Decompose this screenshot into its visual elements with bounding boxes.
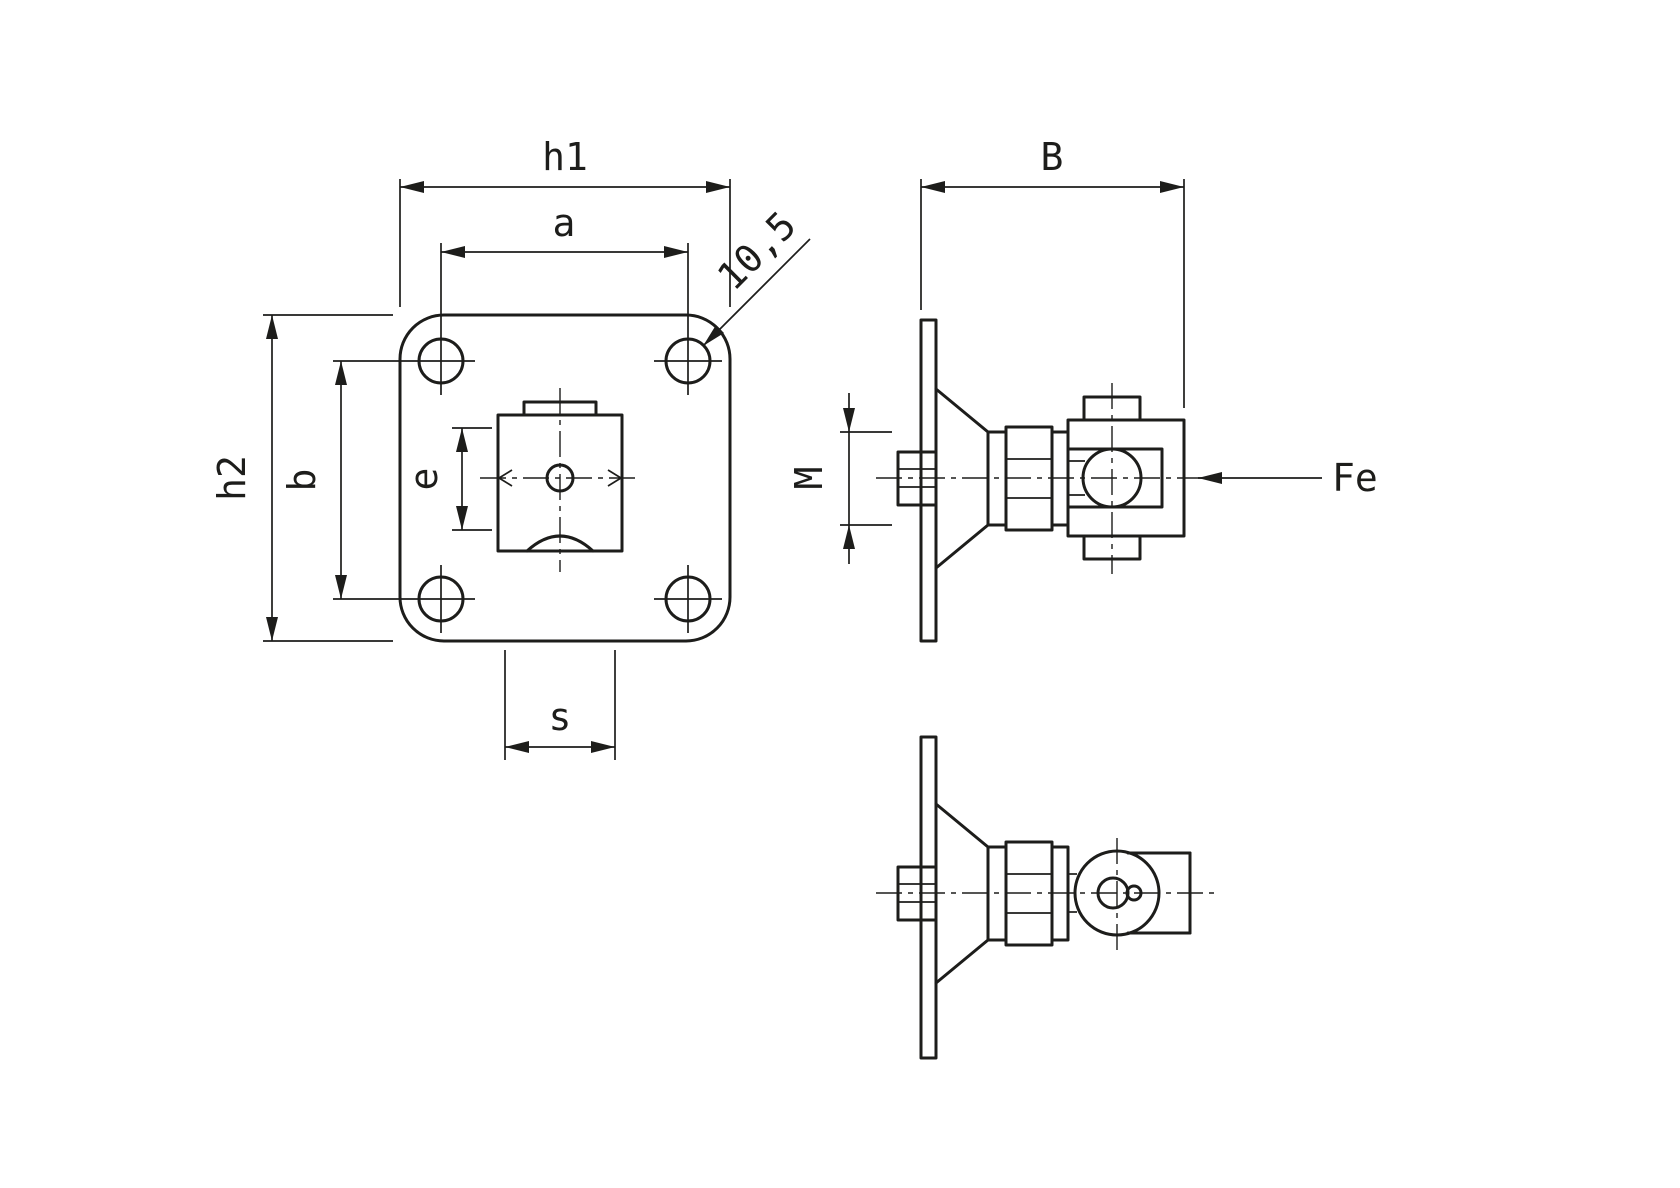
dimension-a: a: [441, 201, 688, 258]
plate-edge: [919, 735, 938, 1060]
arrowhead: [266, 617, 278, 641]
dimension-h1: h1: [399, 135, 731, 307]
arrowhead: [843, 525, 855, 549]
arrowhead: [266, 315, 278, 339]
arrowhead: [335, 361, 347, 385]
side-view-top: [876, 318, 1214, 643]
arrowhead: [456, 428, 468, 452]
dimension-h2: h2: [210, 314, 393, 642]
annotation-Fe: Fe: [1198, 456, 1378, 500]
dim-label-a: a: [553, 201, 576, 245]
u-bracket: [1066, 418, 1186, 538]
front-view: [333, 243, 732, 643]
arrowhead: [441, 246, 465, 258]
arrowhead: [505, 741, 529, 753]
arrowhead: [1160, 181, 1184, 193]
dimension-e: e: [402, 427, 492, 531]
side-view-bottom: [876, 735, 1214, 1060]
arrowhead: [1198, 472, 1222, 484]
arrowhead: [921, 181, 945, 193]
leader-hole-diameter: 10,5: [702, 203, 811, 347]
dim-label-M: M: [787, 467, 831, 490]
arrowhead: [335, 575, 347, 599]
arrowhead: [664, 246, 688, 258]
dim-label-b: b: [280, 469, 324, 492]
arrowhead: [706, 181, 730, 193]
dimension-M: M: [787, 393, 892, 564]
plate-edge: [919, 318, 938, 643]
arrowhead: [843, 408, 855, 432]
dim-label-h2: h2: [210, 455, 254, 501]
dim-label-s: s: [549, 695, 572, 739]
dim-label-h1: h1: [542, 135, 588, 179]
dim-label-hole-diameter: 10,5: [709, 203, 805, 299]
label-Fe: Fe: [1332, 456, 1378, 500]
arrowhead: [400, 181, 424, 193]
dim-label-B: B: [1041, 135, 1064, 179]
dimension-b: b: [280, 361, 347, 599]
dim-label-e: e: [402, 468, 446, 491]
dimension-s: s: [504, 650, 616, 760]
arrowhead: [591, 741, 615, 753]
arrowhead: [703, 325, 724, 346]
dimension-B: B: [920, 135, 1185, 408]
leader-line: [702, 238, 811, 347]
mounting-plate-outline: [398, 313, 732, 643]
arrowhead: [456, 506, 468, 530]
